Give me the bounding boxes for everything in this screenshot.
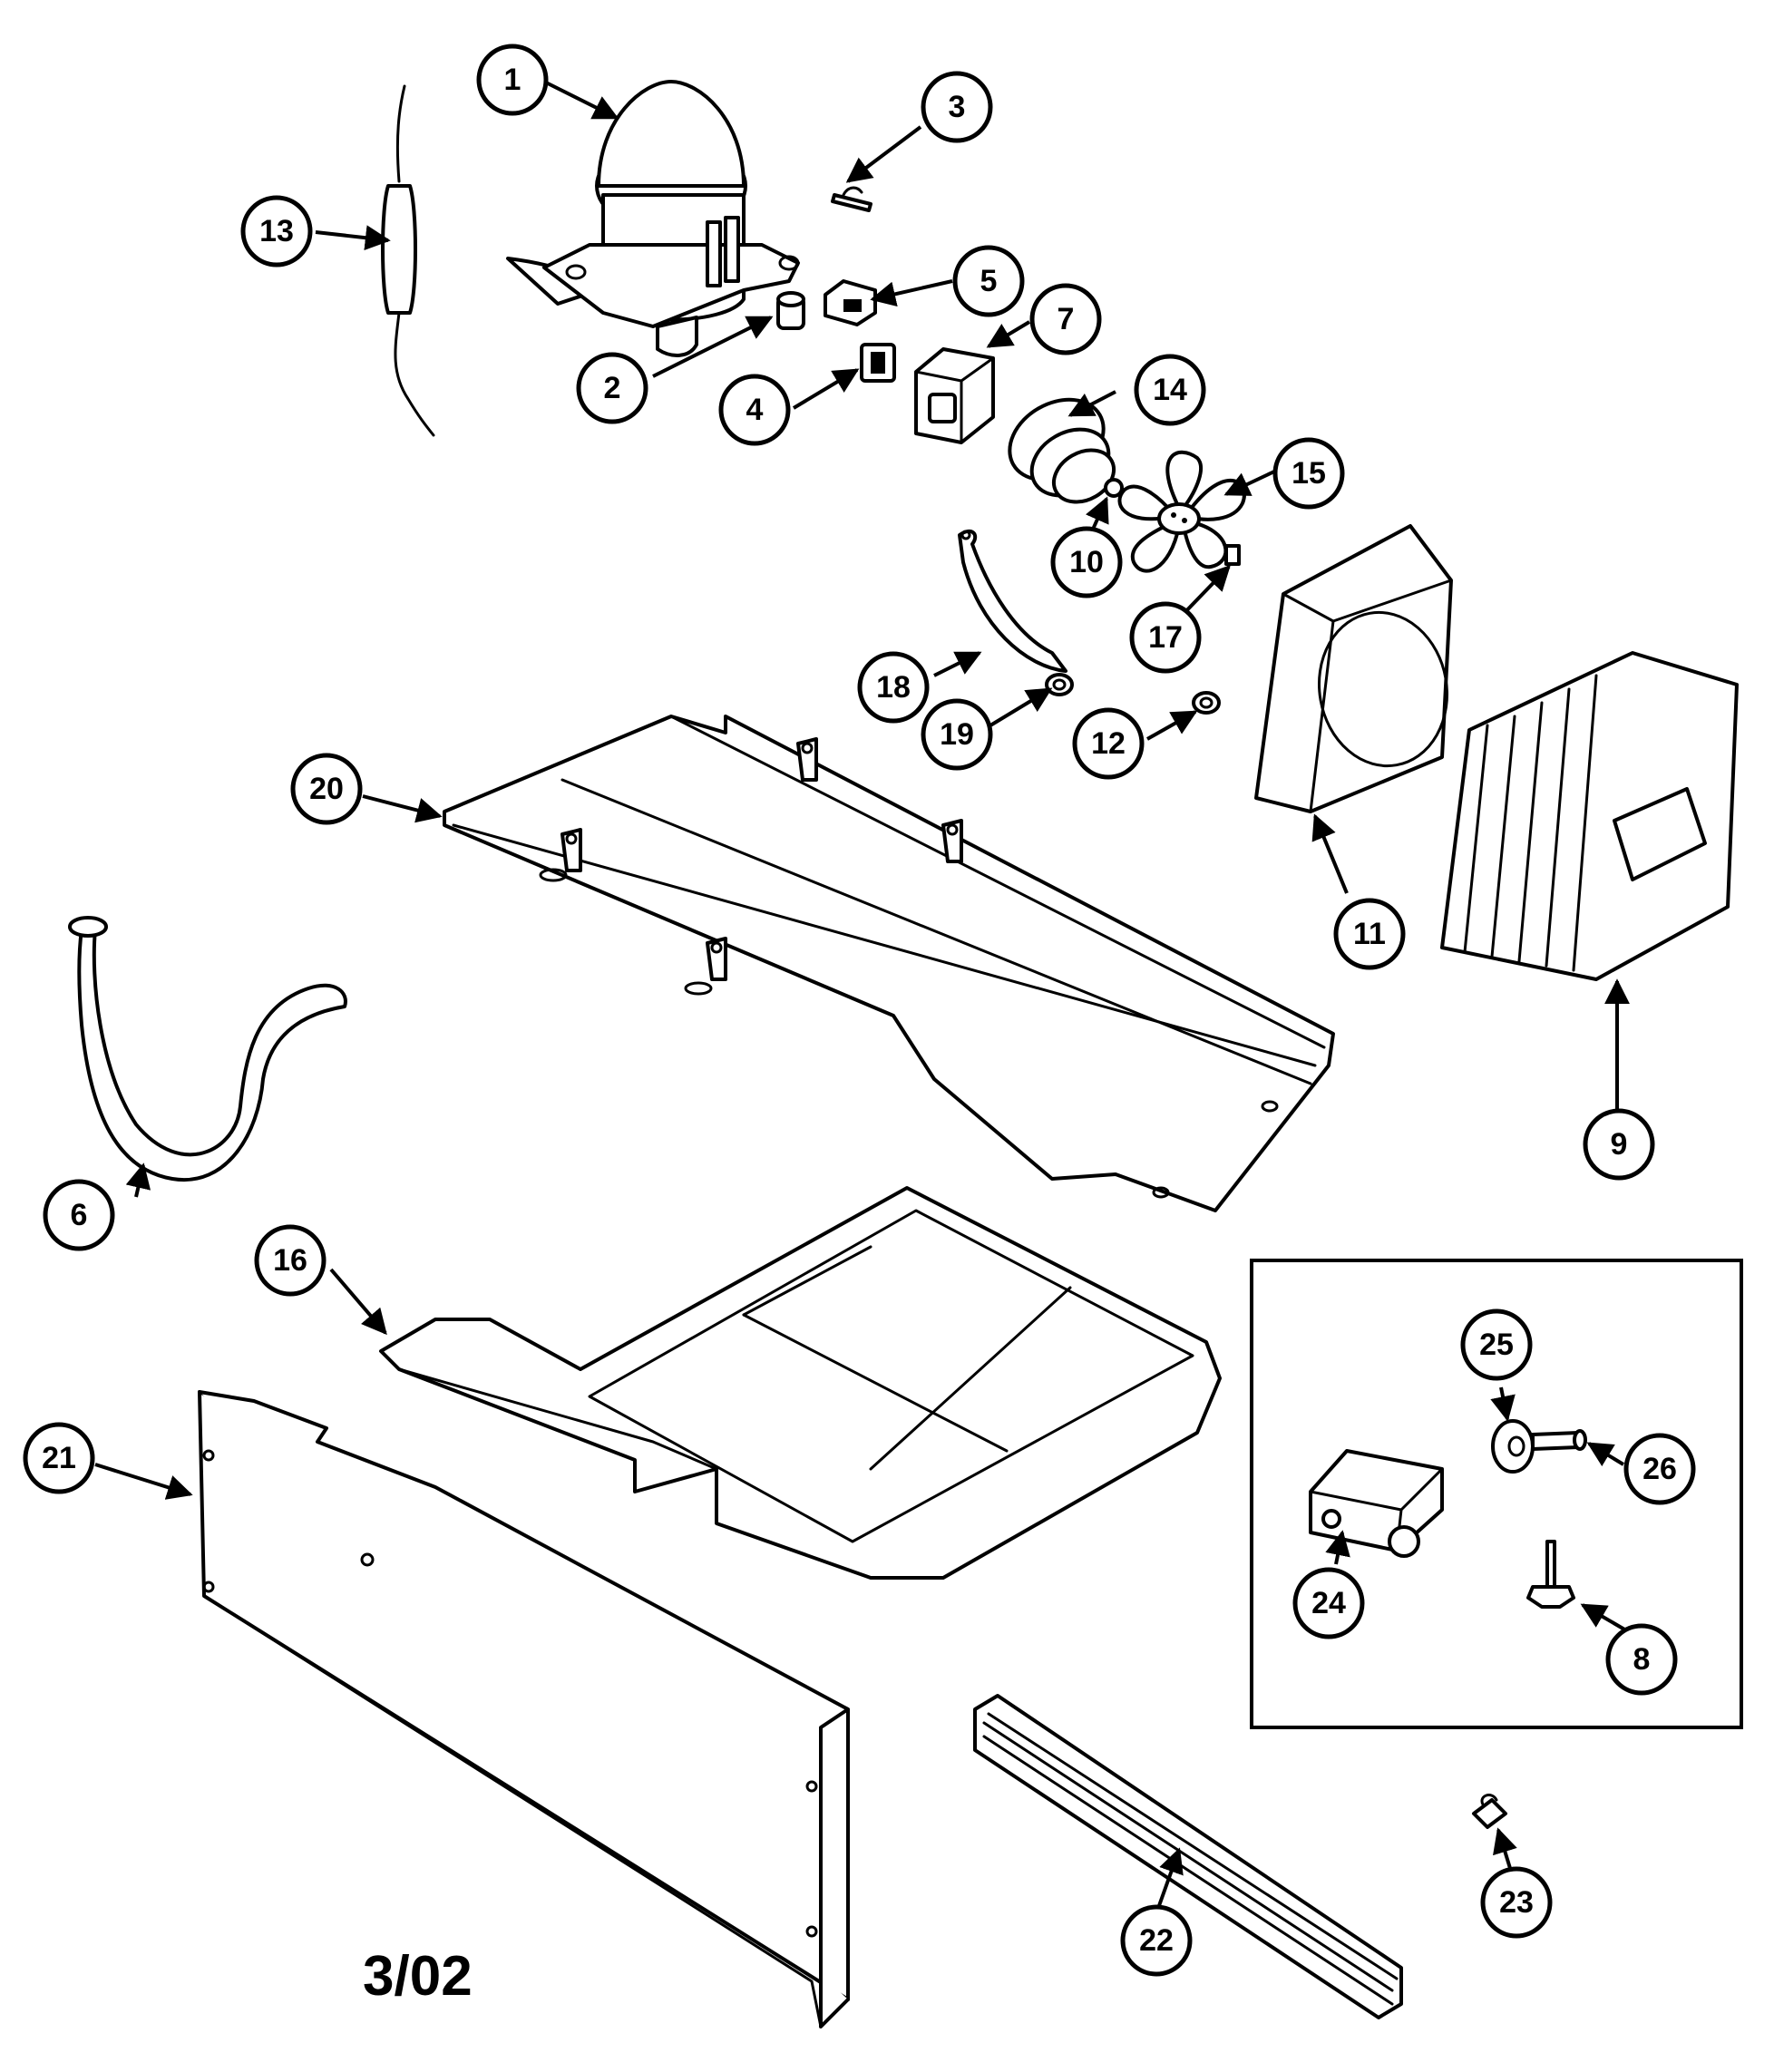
callout-18: 18 (857, 651, 930, 724)
front-panel (198, 1390, 850, 2028)
callout-6: 6 (43, 1179, 115, 1251)
svg-text:26: 26 (1642, 1452, 1677, 1486)
grommet-2 (776, 291, 805, 330)
date-code: 3/02 (363, 1945, 473, 2008)
leveling-leg (1526, 1540, 1575, 1609)
svg-text:12: 12 (1091, 726, 1126, 761)
callout-26: 26 (1623, 1433, 1696, 1505)
grommet-19 (1045, 673, 1074, 696)
drain-hose (68, 916, 347, 1182)
callout-9: 9 (1583, 1108, 1655, 1181)
grille (973, 1694, 1403, 2019)
svg-text:14: 14 (1153, 373, 1187, 407)
callout-1: 1 (476, 44, 549, 116)
callout-14: 14 (1134, 354, 1206, 426)
svg-text:2: 2 (604, 371, 621, 405)
clip-17 (1224, 544, 1241, 566)
callout-4: 4 (718, 374, 791, 446)
callout-22: 22 (1120, 1904, 1193, 1977)
callout-11: 11 (1333, 898, 1406, 970)
svg-text:15: 15 (1292, 456, 1326, 491)
svg-text:7: 7 (1058, 302, 1075, 336)
svg-text:25: 25 (1479, 1328, 1514, 1362)
roller-wheel (1491, 1419, 1535, 1474)
callout-2: 2 (576, 352, 648, 424)
svg-text:6: 6 (71, 1198, 88, 1232)
svg-text:8: 8 (1633, 1642, 1651, 1677)
fan-shroud (1254, 524, 1453, 813)
callout-21: 21 (23, 1422, 95, 1494)
svg-text:3: 3 (949, 90, 966, 124)
svg-text:19: 19 (940, 717, 974, 752)
drier-filter (381, 84, 435, 437)
base-plate (443, 715, 1335, 1212)
callout-15: 15 (1272, 437, 1345, 510)
callout-17: 17 (1129, 601, 1202, 674)
inset-box (1250, 1259, 1743, 1729)
callout-16: 16 (254, 1224, 327, 1297)
svg-text:23: 23 (1499, 1885, 1534, 1920)
callout-23: 23 (1480, 1866, 1553, 1939)
svg-text:5: 5 (980, 264, 998, 298)
callout-7: 7 (1029, 283, 1102, 355)
callout-19: 19 (921, 698, 993, 771)
svg-text:9: 9 (1611, 1127, 1628, 1162)
svg-text:11: 11 (1353, 917, 1386, 951)
relay-cover (914, 347, 995, 444)
nut-10 (1104, 478, 1124, 498)
callout-3: 3 (921, 71, 993, 143)
motor-bracket (958, 529, 1067, 673)
overload (824, 279, 877, 326)
callout-5: 5 (952, 245, 1025, 317)
svg-text:4: 4 (746, 393, 764, 427)
fan-blade (1117, 450, 1246, 573)
svg-text:10: 10 (1069, 545, 1104, 579)
clip-23 (1472, 1794, 1507, 1829)
grommet-12 (1192, 691, 1221, 715)
callout-10: 10 (1050, 526, 1123, 598)
callout-25: 25 (1460, 1308, 1533, 1381)
svg-text:18: 18 (876, 670, 911, 705)
relay (860, 343, 896, 383)
svg-text:1: 1 (504, 63, 521, 97)
callout-20: 20 (290, 753, 363, 825)
svg-text:21: 21 (42, 1441, 76, 1475)
compressor (506, 80, 800, 357)
svg-text:20: 20 (309, 772, 344, 806)
axle-screw (1531, 1429, 1587, 1451)
callout-24: 24 (1292, 1567, 1365, 1639)
callout-8: 8 (1605, 1623, 1678, 1696)
callout-12: 12 (1072, 707, 1145, 780)
roller-assembly (1309, 1449, 1444, 1558)
svg-text:16: 16 (273, 1243, 307, 1278)
svg-text:13: 13 (259, 214, 294, 248)
condenser (1440, 651, 1739, 981)
svg-text:22: 22 (1139, 1923, 1174, 1958)
drain-pan (379, 1186, 1222, 1580)
svg-text:24: 24 (1311, 1586, 1346, 1620)
fan-motor (1008, 397, 1116, 504)
svg-text:17: 17 (1148, 620, 1183, 655)
callout-13: 13 (240, 195, 313, 268)
clip (831, 186, 872, 212)
